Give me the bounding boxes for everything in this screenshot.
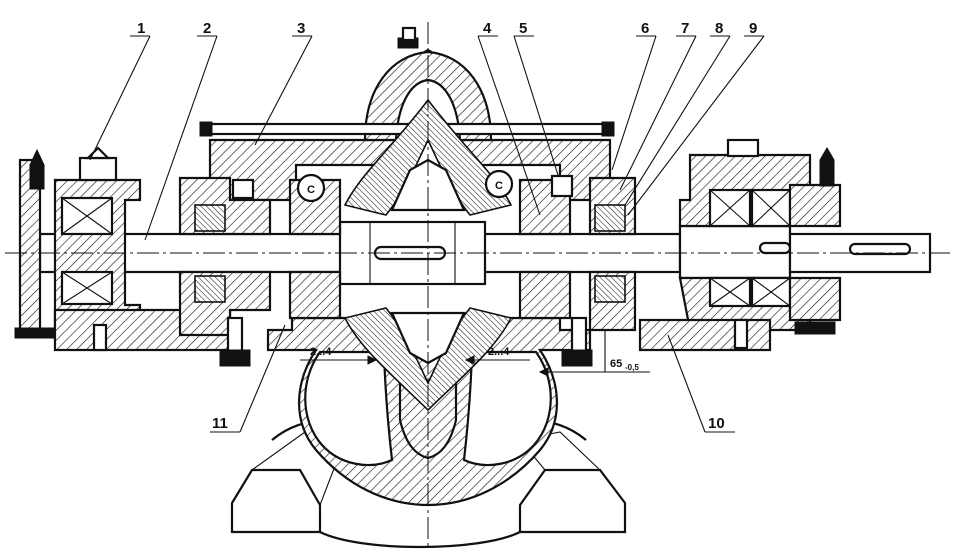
right-bearing-housing xyxy=(638,138,842,352)
label-part-1: 1 xyxy=(89,20,151,161)
label-part-3: 3 xyxy=(254,20,313,146)
label-part-7: 7 xyxy=(619,20,697,191)
svg-text:2: 2 xyxy=(203,20,211,37)
svg-text:C: C xyxy=(307,184,315,196)
svg-text:11: 11 xyxy=(212,415,228,432)
svg-text:C: C xyxy=(495,180,503,192)
left-seal-assembly xyxy=(178,176,342,367)
pump-feet xyxy=(230,418,627,549)
svg-text:-0,5: -0,5 xyxy=(625,363,639,372)
label-part-9: 9 xyxy=(627,20,765,216)
svg-text:2...4: 2...4 xyxy=(488,346,510,358)
label-part-2: 2 xyxy=(144,20,218,241)
svg-text:4: 4 xyxy=(483,20,492,37)
dimension-clearance-right: 2...4 xyxy=(464,346,530,365)
svg-text:6: 6 xyxy=(641,20,649,37)
label-part-6: 6 xyxy=(611,20,657,171)
label-part-10: 10 xyxy=(667,334,735,433)
svg-text:2...4: 2...4 xyxy=(310,346,332,358)
label-part-11: 11 xyxy=(210,324,286,433)
label-part-4: 4 xyxy=(477,20,541,216)
svg-text:10: 10 xyxy=(708,415,725,432)
label-part-8: 8 xyxy=(624,20,731,206)
chamber-mark-right: C xyxy=(484,169,514,199)
svg-text:65: 65 xyxy=(610,358,622,370)
svg-text:7: 7 xyxy=(681,20,689,37)
dimension-seal-length: 65 -0,5 xyxy=(538,330,650,377)
left-bearing-housing xyxy=(14,146,232,352)
center-lines xyxy=(5,22,950,550)
svg-text:5: 5 xyxy=(519,20,527,37)
label-part-5: 5 xyxy=(513,20,559,176)
svg-text:8: 8 xyxy=(715,20,723,37)
svg-text:1: 1 xyxy=(137,20,145,37)
svg-text:9: 9 xyxy=(749,20,757,37)
chamber-mark-left: C xyxy=(296,173,326,203)
dimension-clearance-left: 2...4 xyxy=(300,346,378,365)
svg-text:3: 3 xyxy=(297,20,305,37)
